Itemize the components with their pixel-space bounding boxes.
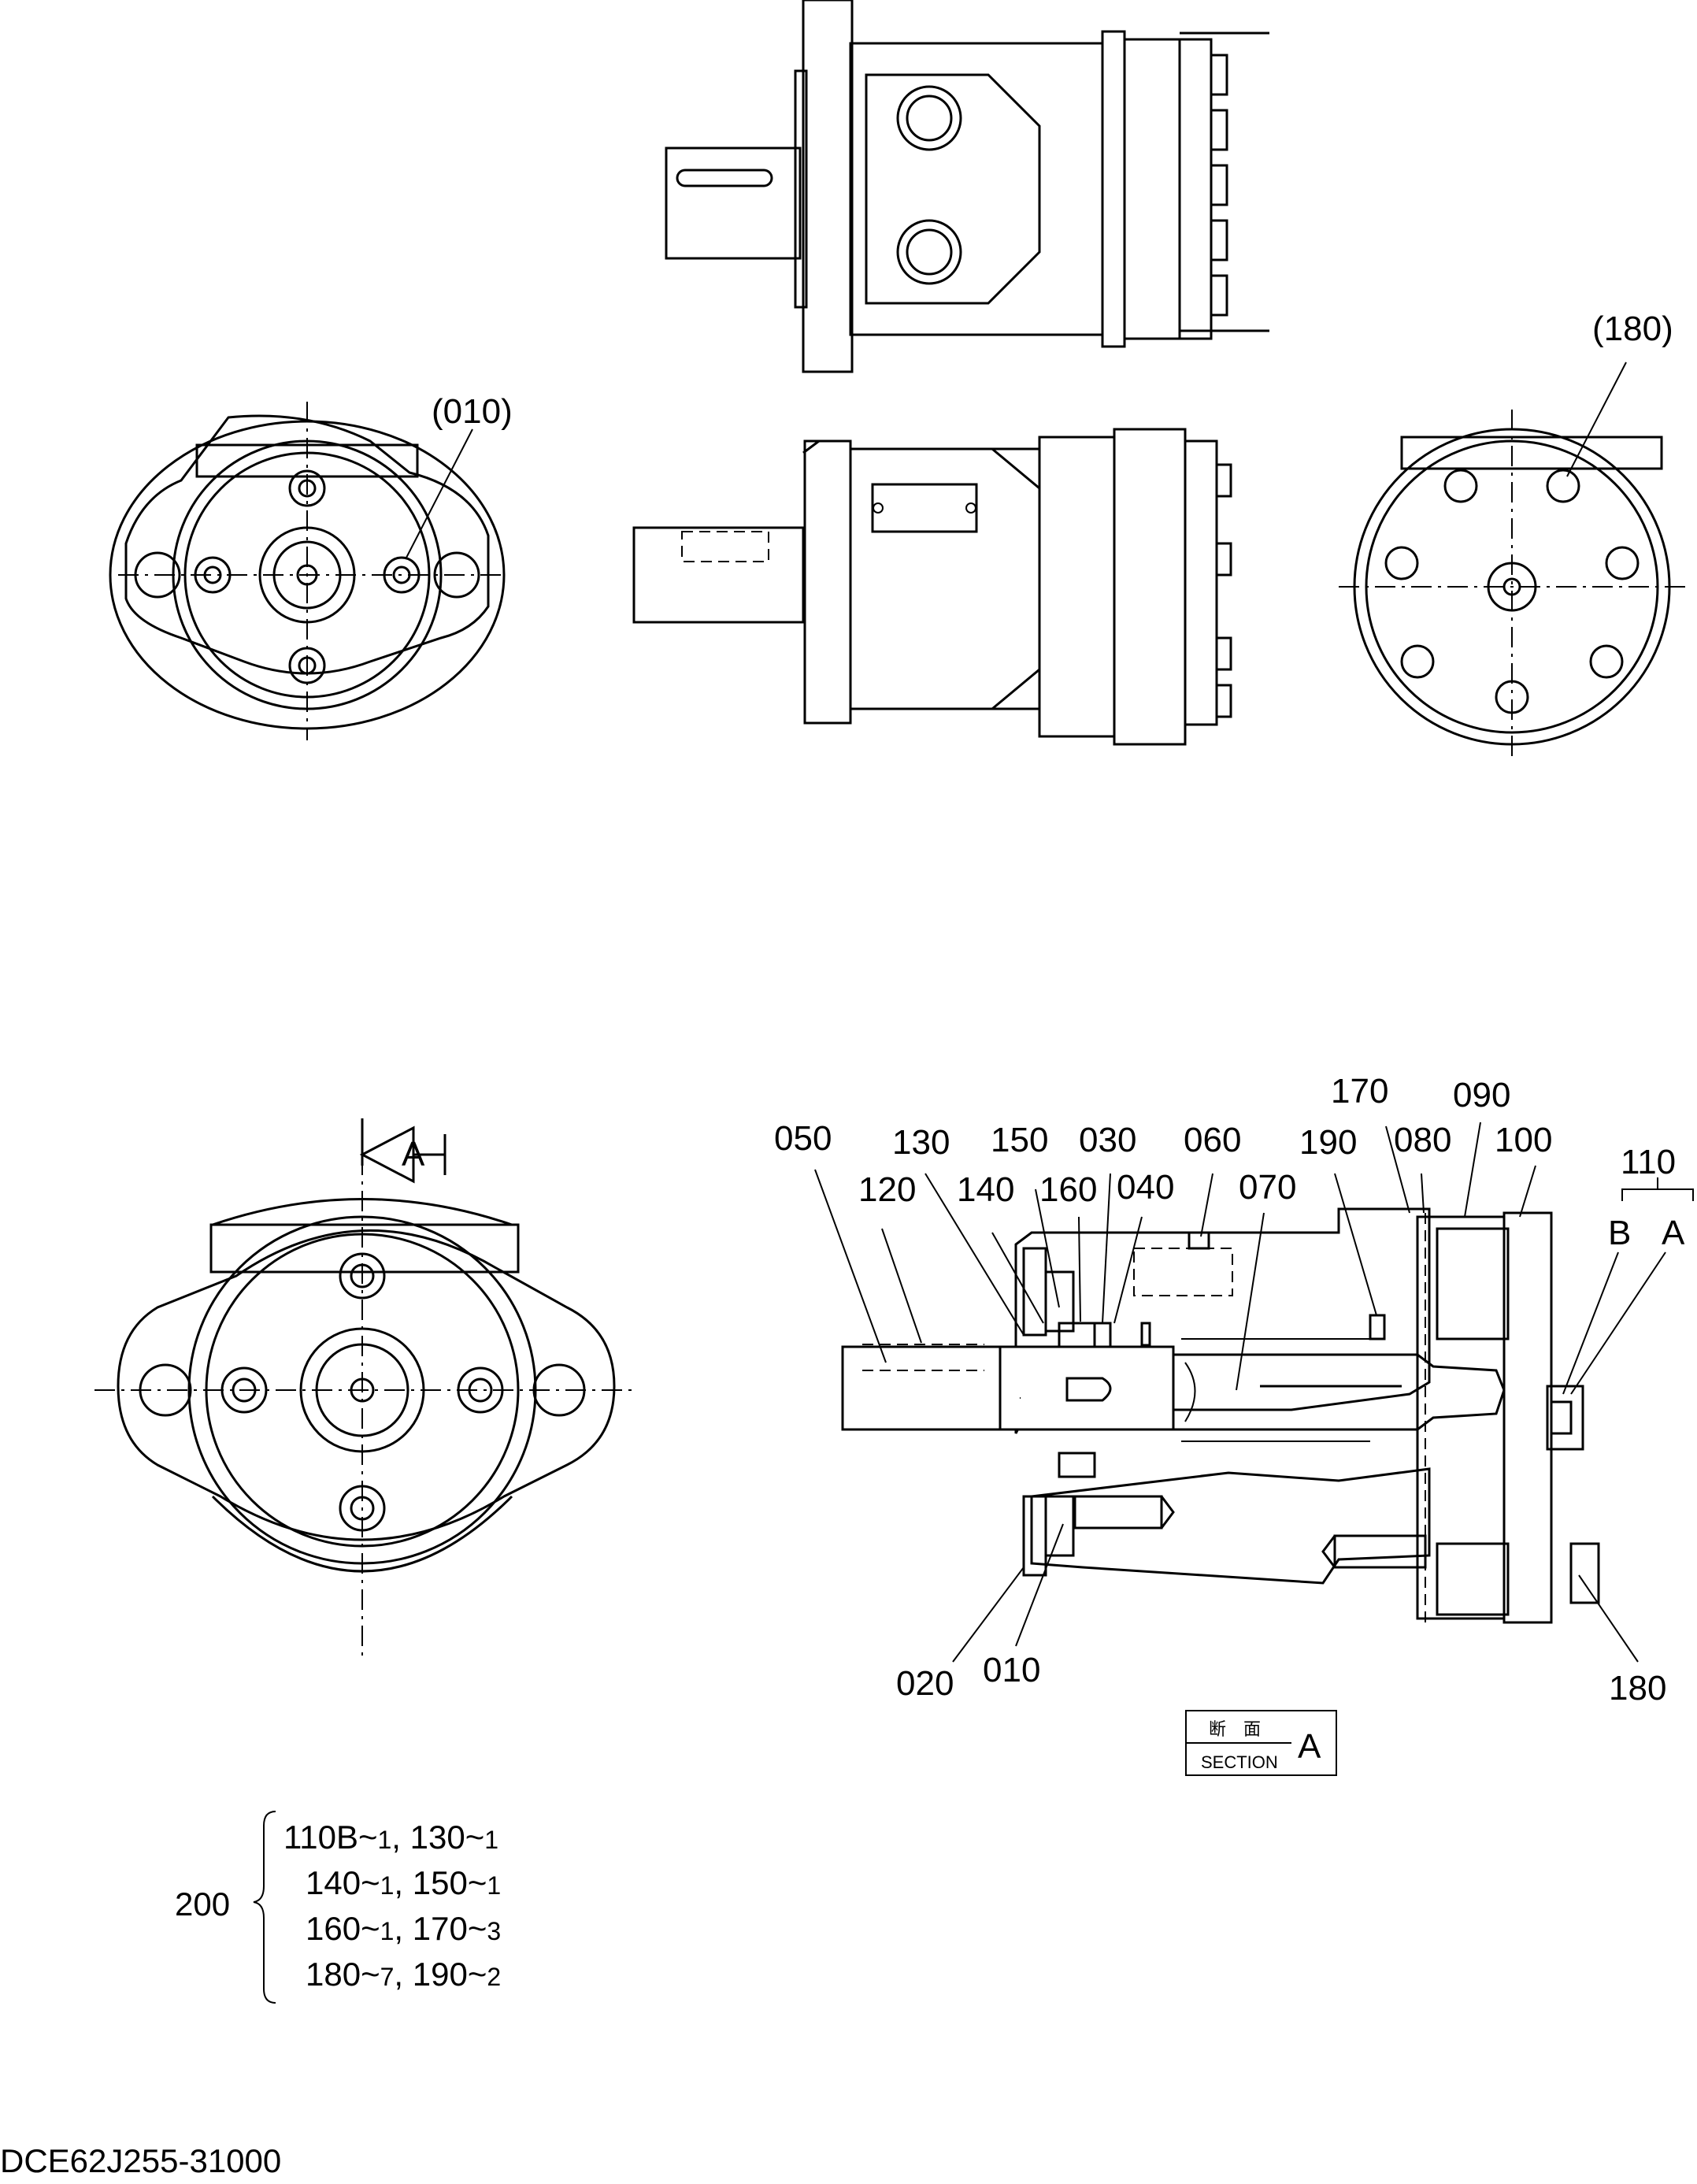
label-040: 040 (1117, 1168, 1174, 1207)
label-090: 090 (1453, 1076, 1510, 1114)
kit-line-2: 140~1, 150~1 (306, 1864, 501, 1901)
label-080: 080 (1394, 1121, 1451, 1159)
rear-view: (180) (1339, 310, 1685, 756)
leader-lines (814, 1122, 1694, 1663)
label-130: 130 (892, 1123, 950, 1162)
label-050: 050 (774, 1119, 832, 1158)
kit-number: 200 (175, 1886, 230, 1923)
label-020: 020 (896, 1664, 954, 1703)
kit-list: 200 110B~1, 130~1 140~1, 150~1 160~1, 17… (175, 1811, 501, 2004)
section-view (841, 1207, 1600, 1624)
drawing-number: DCE62J255-31000 (0, 2142, 281, 2179)
label-150: 150 (991, 1121, 1048, 1159)
section-title-jp: 断 面 (1209, 1719, 1261, 1739)
label-140: 140 (957, 1170, 1014, 1209)
part-labels: 050 130 150 030 060 170 090 190 080 100 … (774, 1072, 1685, 1708)
callout-180-rear: (180) (1592, 310, 1673, 348)
large-front-view: A (94, 1118, 638, 1662)
kit-line-3: 160~1, 170~3 (306, 1910, 501, 1947)
label-160: 160 (1039, 1170, 1097, 1209)
front-view: (010) (109, 392, 513, 740)
section-arrow-letter: A (402, 1135, 425, 1174)
top-view (665, 0, 1269, 373)
callout-010-front: (010) (432, 392, 513, 431)
label-070: 070 (1239, 1168, 1296, 1207)
label-190: 190 (1299, 1123, 1357, 1162)
label-100: 100 (1495, 1121, 1552, 1159)
label-120: 120 (858, 1170, 916, 1209)
section-title-en: SECTION (1201, 1752, 1278, 1772)
label-030: 030 (1079, 1121, 1136, 1159)
label-170: 170 (1331, 1072, 1388, 1111)
label-010: 010 (983, 1651, 1040, 1689)
label-110-A: A (1662, 1214, 1685, 1252)
kit-line-1: 110B~1, 130~1 (283, 1819, 498, 1856)
label-180: 180 (1609, 1669, 1666, 1708)
side-view (632, 428, 1232, 746)
section-title-letter: A (1298, 1727, 1321, 1766)
section-title-box: 断 面 SECTION A (1185, 1710, 1337, 1776)
label-110: 110 (1621, 1143, 1676, 1181)
label-060: 060 (1184, 1121, 1241, 1159)
kit-line-4: 180~7, 190~2 (306, 1956, 501, 1993)
label-110-B: B (1608, 1214, 1631, 1252)
